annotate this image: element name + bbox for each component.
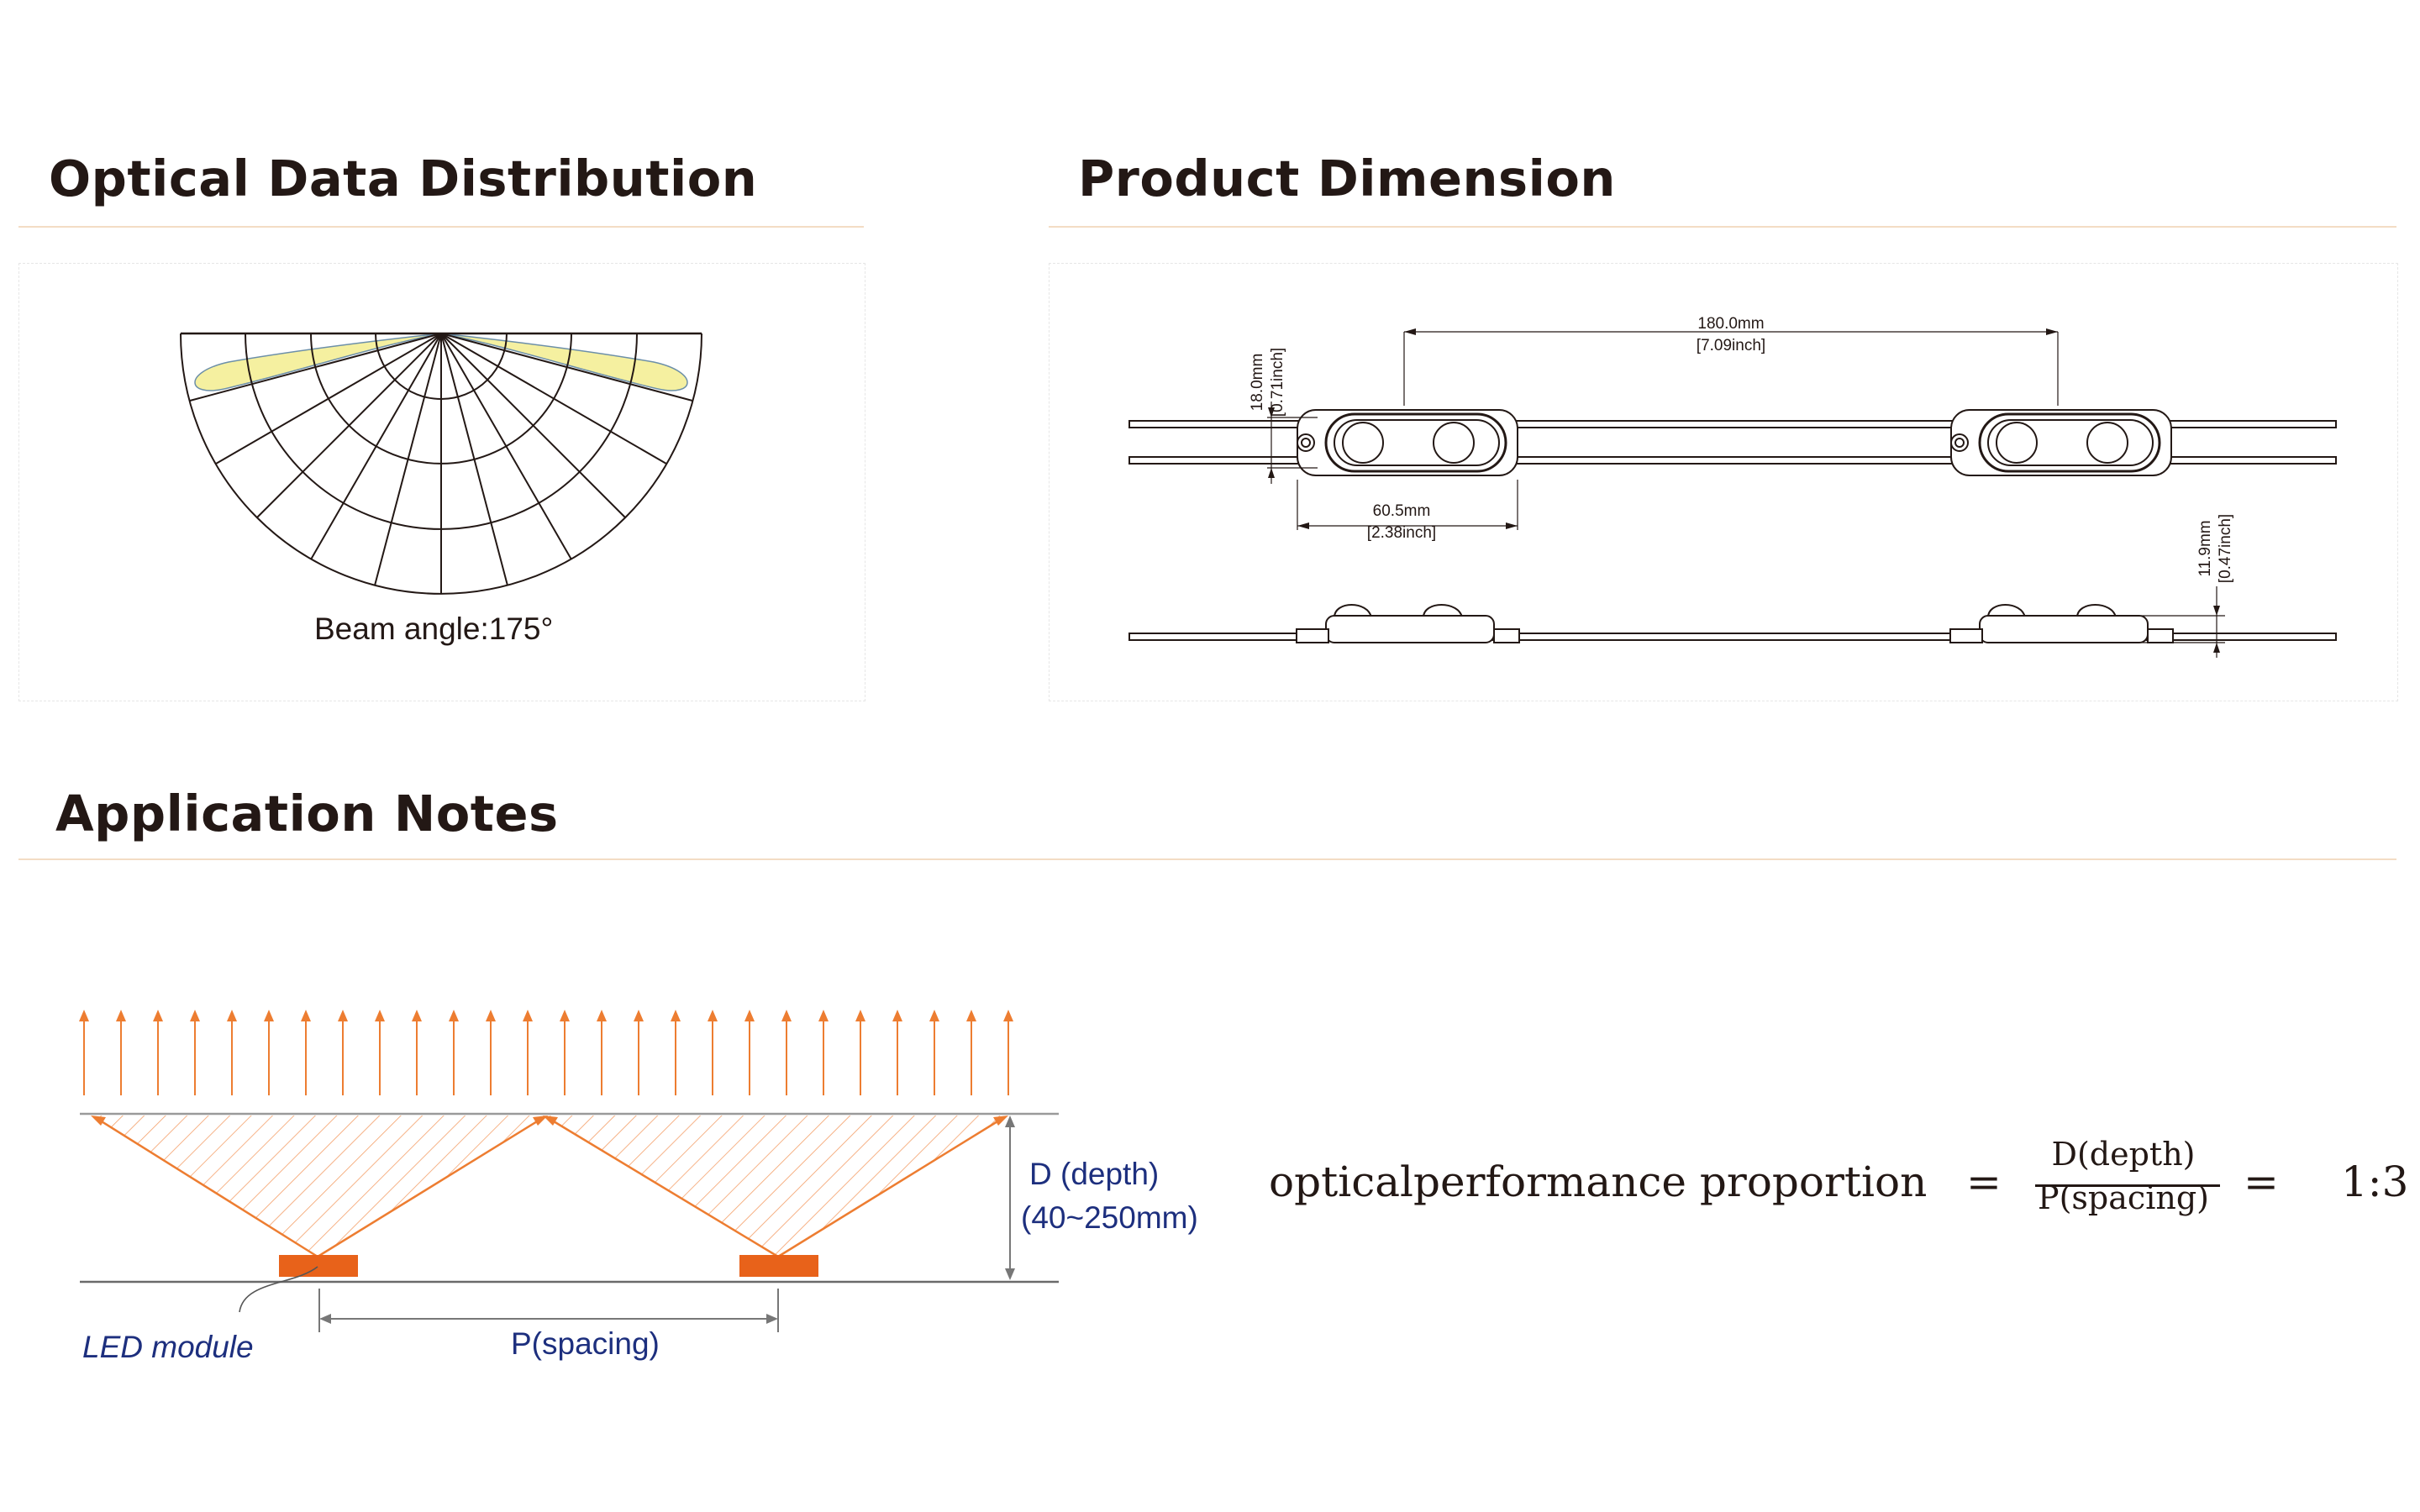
top-wire-upper (1128, 420, 2337, 428)
led-module-1 (279, 1255, 358, 1277)
optical-title-rule (18, 226, 864, 228)
formula-ratio: 1:3 (2341, 1158, 2409, 1206)
product-dimension-drawing: 180.0mm [7.09inch] 18.0mm [0.71inch] 60.… (1128, 315, 2337, 658)
pitch-mm-label: 180.0mm (1697, 315, 1764, 333)
polar-beam-diagram (180, 332, 702, 595)
light-cone-2 (544, 1116, 1005, 1257)
length-inch-label: [2.38inch] (1367, 524, 1436, 542)
beam-angle-label: Beam angle:175° (314, 612, 554, 646)
led-module-label: LED module (82, 1330, 254, 1364)
application-title-rule (18, 858, 2396, 860)
side-wire (1128, 633, 2337, 641)
pitch-inch-label: [7.09inch] (1697, 337, 1765, 354)
top-wire-lower (1128, 456, 2337, 465)
formula-denominator: P(spacing) (2038, 1179, 2209, 1216)
formula-numerator: D(depth) (2051, 1136, 2196, 1173)
module-2-top (1950, 409, 2172, 476)
length-mm-label: 60.5mm (1373, 502, 1431, 520)
formula: opticalperformance proportion = D(depth)… (1269, 1136, 2408, 1235)
height-inch-label: [0.47inch] (2217, 514, 2234, 583)
formula-equals-2: = (2244, 1158, 2279, 1206)
dimension-section-title: Product Dimension (1078, 150, 1616, 207)
light-arrows (79, 1009, 1014, 1096)
width-mm-label: 18.0mm (1249, 354, 1266, 412)
height-mm-label: 11.9mm (2196, 520, 2214, 576)
spacing-label: P(spacing) (511, 1326, 660, 1361)
dimension-title-rule (1049, 226, 2396, 228)
light-cone-1 (92, 1116, 544, 1257)
depth-label: D (depth) (1029, 1157, 1159, 1191)
spacing-depth-diagram: D (depth) (40~250mm) P(spacing) LED modu… (79, 1009, 1198, 1364)
depth-range: (40~250mm) (1021, 1200, 1198, 1235)
width-inch-label: [0.71inch] (1269, 348, 1286, 417)
fraction-bar (2035, 1184, 2220, 1187)
module-1-top (1297, 409, 1518, 476)
optical-section-title: Optical Data Distribution (49, 150, 758, 207)
module-2-side (1949, 604, 2174, 643)
formula-equals-1: = (1966, 1158, 2002, 1206)
formula-lhs: opticalperformance proportion (1269, 1158, 1928, 1206)
module-leader-line (239, 1266, 318, 1313)
led-module-2 (739, 1255, 818, 1277)
module-1-side (1296, 604, 1520, 643)
application-section-title: Application Notes (55, 785, 559, 843)
